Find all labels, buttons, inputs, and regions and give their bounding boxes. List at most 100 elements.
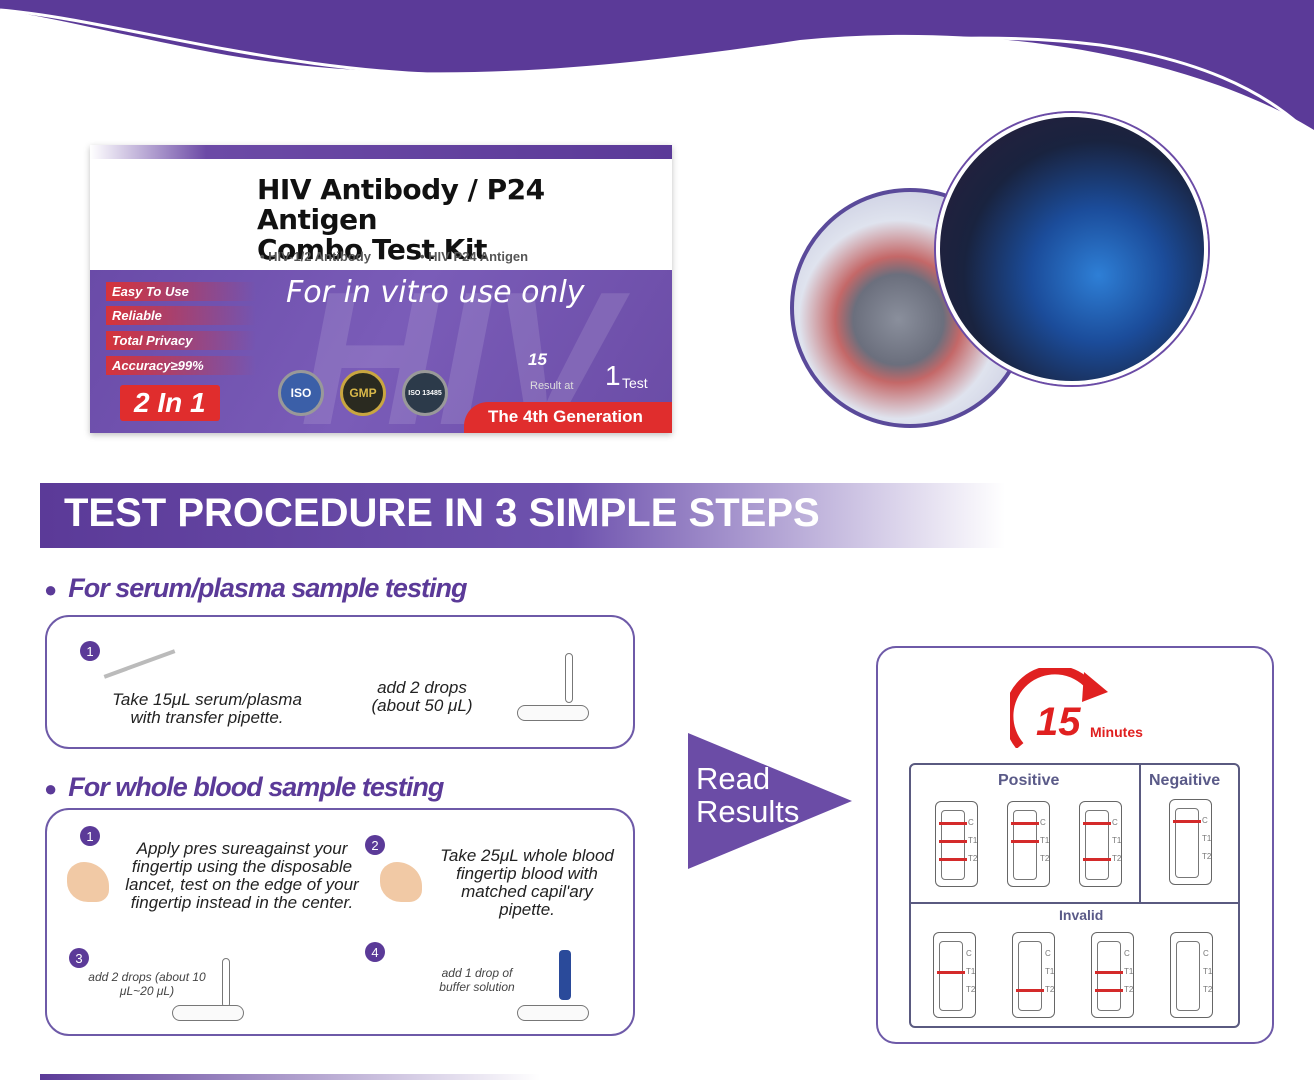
step2-line2: (about 50 μL) [371, 696, 473, 715]
negative-label: Negaitive [1149, 772, 1221, 789]
strip-line-label: T1 [1045, 967, 1055, 976]
divider [911, 902, 1238, 904]
blood-step-2: Take 25μL whole blood fingertip blood wi… [440, 846, 614, 919]
blood-step-1: Apply pres sureagainst your fingertip us… [125, 839, 359, 912]
strip-red-line [939, 822, 967, 825]
timer-arrow-icon [1010, 668, 1108, 748]
step2-line1: add 2 drops [377, 678, 467, 697]
strip-red-line [1011, 822, 1039, 825]
strip-line-label: T2 [1040, 854, 1050, 863]
positive-label: Positive [998, 772, 1060, 789]
in-vitro-text: For in vitro use only [286, 275, 585, 310]
dropper-icon [222, 958, 230, 1008]
iso13485-seal-icon: ISO 13485 [402, 370, 448, 416]
results-panel [876, 646, 1274, 1044]
blood-heading-text: For whole blood sample testing [68, 772, 444, 802]
strip-line-label: T2 [966, 985, 976, 994]
test-device-icon [517, 705, 589, 721]
feature-privacy: Total Privacy [106, 331, 256, 350]
iso-seal-icon: ISO [278, 370, 324, 416]
test-device-icon [172, 1005, 244, 1021]
strip-red-line [1173, 820, 1201, 823]
blood-step-4: add 1 drop of buffer solution [439, 966, 515, 994]
strip-red-line [1016, 989, 1044, 992]
finger-icon [380, 862, 422, 902]
buffer-bottle-icon [559, 950, 571, 1000]
strip-line-label: T1 [1040, 836, 1050, 845]
feature-reliable: Reliable [106, 306, 256, 325]
strip-window [1085, 810, 1109, 880]
serum-step-2: add 2 drops(about 50 μL) [352, 679, 492, 715]
box-top-strip [90, 145, 672, 159]
minutes-label: Minutes [1090, 724, 1143, 740]
strip-window [941, 810, 965, 880]
header-wave [0, 0, 1314, 130]
strip-red-line [1083, 822, 1111, 825]
blood-step-3: add 2 drops (about 10 μL~20 μL) [88, 970, 206, 998]
product-purple-panel: HIV Easy To Use Reliable Total Privacy A… [90, 270, 672, 433]
strip-line-label: C [1112, 818, 1118, 827]
title-line-1: HIV Antibody / P24 Antigen [257, 173, 545, 236]
pipette-icon [103, 649, 176, 679]
strip-red-line [939, 858, 967, 861]
read-line: Read [696, 761, 771, 796]
strip-line-label: T2 [1203, 985, 1213, 994]
tests-count: 1 [605, 360, 621, 391]
strip-line-label: T1 [1202, 834, 1212, 843]
strip-red-line [1083, 858, 1111, 861]
bullet-antibody: • HIV-1/2 Antibody [260, 249, 371, 264]
test-device-icon [517, 1005, 589, 1021]
strip-line-label: C [1203, 949, 1209, 958]
blood-heading: ●For whole blood sample testing [44, 772, 444, 802]
strip-window [939, 941, 963, 1011]
strip-red-line [939, 840, 967, 843]
strip-line-label: C [966, 949, 972, 958]
procedure-banner: TEST PROCEDURE IN 3 SIMPLE STEPS [40, 483, 1005, 548]
result-at: Result at [530, 380, 574, 392]
two-in-one-badge: 2 In 1 [120, 385, 220, 421]
strip-red-line [1095, 989, 1123, 992]
bullet-antigen: • HIV P24 Antigen [420, 249, 529, 264]
strip-window [1175, 808, 1199, 878]
strip-red-line [937, 971, 965, 974]
strip-line-label: C [1045, 949, 1051, 958]
test-tube-photo [936, 113, 1208, 385]
step-number: 1 [80, 641, 100, 661]
feature-accuracy: Accuracy≥99% [106, 356, 256, 375]
serum-step-1: Take 15μL serum/plasma with transfer pip… [112, 690, 302, 727]
strip-window [1176, 941, 1200, 1011]
result-minutes: 15 [528, 350, 547, 369]
serum-heading: ●For serum/plasma sample testing [44, 573, 467, 603]
step-number: 2 [365, 835, 385, 855]
strip-red-line [1095, 971, 1123, 974]
feature-easy: Easy To Use [106, 282, 256, 301]
strip-line-label: C [1040, 818, 1046, 827]
serum-heading-text: For serum/plasma sample testing [68, 573, 467, 603]
results-line: Results [696, 794, 800, 829]
strip-line-label: T2 [1112, 854, 1122, 863]
strip-line-label: T1 [1124, 967, 1134, 976]
strip-line-label: T1 [968, 836, 978, 845]
invalid-label: Invalid [1059, 907, 1104, 923]
strip-line-label: T2 [1045, 985, 1055, 994]
bottom-divider [40, 1074, 540, 1080]
strip-line-label: C [968, 818, 974, 827]
dropper-icon [565, 653, 573, 703]
read-results-arrow [688, 733, 852, 869]
strip-line-label: C [1202, 816, 1208, 825]
step-number: 3 [69, 948, 89, 968]
step-number: 1 [80, 826, 100, 846]
step-number: 4 [365, 942, 385, 962]
finger-icon [67, 862, 109, 902]
strip-line-label: T2 [1124, 985, 1134, 994]
strip-line-label: T2 [968, 854, 978, 863]
strip-window [1018, 941, 1042, 1011]
strip-window [1097, 941, 1121, 1011]
